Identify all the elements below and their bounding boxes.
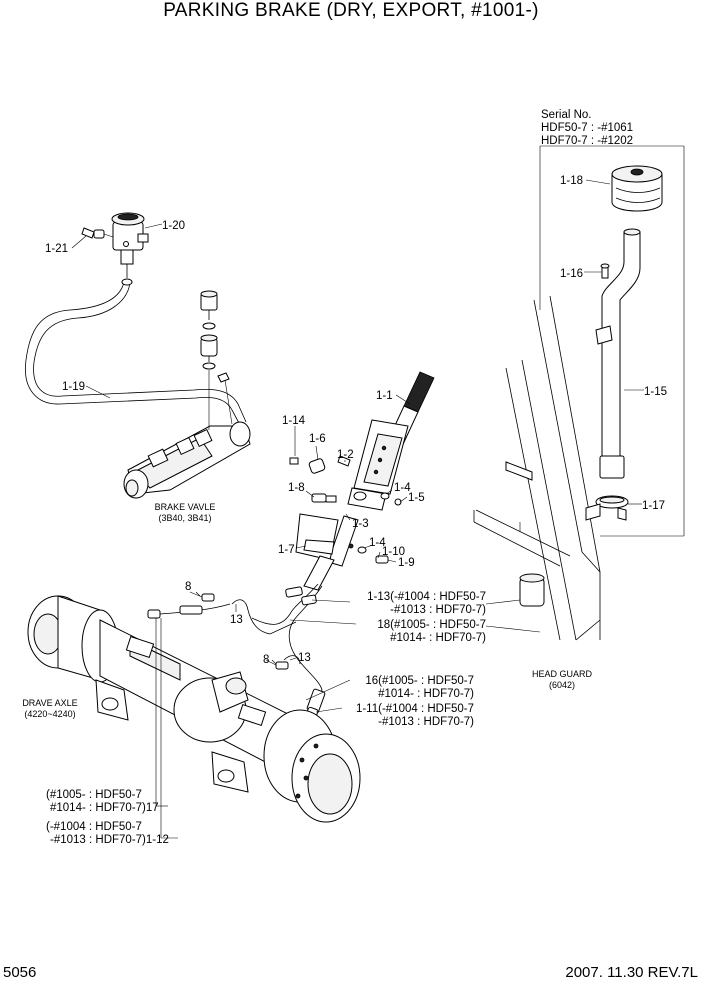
label-1-4-upper: 1-4 <box>394 482 411 494</box>
label-1-11-line2: -#1013 : HDF70-7) <box>378 716 474 728</box>
label-8-upper: 8 <box>185 581 191 593</box>
label-17-line1: (#1005- : HDF50-7 <box>46 789 142 801</box>
label-1-1: 1-1 <box>376 390 393 402</box>
label-1-19: 1-19 <box>62 381 85 393</box>
brake-valve: BRAKE VAVLE (3B40, 3B41) <box>123 370 251 523</box>
label-1-10: 1-10 <box>382 546 405 558</box>
brake-valve-label: BRAKE VAVLE <box>155 502 216 512</box>
label-1-5: 1-5 <box>408 492 425 504</box>
page-title: PARKING BRAKE (DRY, EXPORT, #1001-) <box>163 0 539 21</box>
head-guard-ref: (6042) <box>549 680 575 690</box>
label-13-upper: 13 <box>230 614 243 626</box>
label-16-line1: 16(#1005- : HDF50-7 <box>365 675 474 687</box>
part-labels: 1-20 1-21 1-19 1-18 1-16 1-15 1-17 1-1 1… <box>45 175 667 846</box>
label-1-6: 1-6 <box>309 433 326 445</box>
label-1-20: 1-20 <box>162 220 185 232</box>
label-1-4-lower: 1-4 <box>369 537 386 549</box>
serial-line-2: HDF70-7 : -#1202 <box>541 135 633 147</box>
label-8-lower: 8 <box>263 654 269 666</box>
leader-lines <box>71 179 644 839</box>
label-1-14: 1-14 <box>282 415 306 427</box>
serial-callout: Serial No. HDF50-7 : -#1061 HDF70-7 : -#… <box>539 109 685 537</box>
reservoir-assembly <box>81 212 149 278</box>
label-17-line2: #1014- : HDF70-7)17 <box>50 802 159 814</box>
label-1-9: 1-9 <box>398 557 415 569</box>
label-13-lower: 13 <box>298 652 311 664</box>
label-1-16: 1-16 <box>560 268 583 280</box>
drive-axle: DRAVE AXLE (4220~4240) <box>22 595 361 823</box>
label-1-8: 1-8 <box>288 482 305 494</box>
head-guard: HEAD GUARD (6042) <box>473 295 601 690</box>
valve-fittings <box>200 290 230 383</box>
revision-date: 2007. 11.30 REV.7L <box>565 964 698 981</box>
label-1-13-line2: -#1013 : HDF70-7) <box>390 604 486 616</box>
brake-hose <box>24 278 247 426</box>
parking-lever-assembly <box>289 371 435 591</box>
drive-axle-label: DRAVE AXLE <box>22 698 77 708</box>
label-1-12-line2: -#1013 : HDF70-7)1-12 <box>50 834 169 846</box>
serial-line-1: HDF50-7 : -#1061 <box>541 122 633 134</box>
label-1-17: 1-17 <box>642 500 665 512</box>
label-18-line2: #1014- : HDF70-7) <box>390 632 486 644</box>
drive-axle-ref: (4220~4240) <box>24 709 75 719</box>
page-number: 5056 <box>3 964 37 981</box>
label-16-line2: #1014- : HDF70-7) <box>378 688 474 700</box>
label-1-2: 1-2 <box>337 449 354 461</box>
head-guard-label: HEAD GUARD <box>532 669 593 679</box>
label-18-line1: 18(#1005- : HDF50-7 <box>377 619 486 631</box>
label-1-12-line1: (-#1004 : HDF50-7 <box>46 821 142 833</box>
label-1-11-line1: 1-11(-#1004 : HDF50-7 <box>356 703 474 715</box>
serial-heading: Serial No. <box>541 109 592 121</box>
label-1-3: 1-3 <box>352 518 369 530</box>
brake-valve-ref: (3B40, 3B41) <box>158 513 211 523</box>
label-1-7: 1-7 <box>278 544 295 556</box>
label-1-13-line1: 1-13(-#1004 : HDF50-7 <box>367 591 486 603</box>
label-1-15: 1-15 <box>644 386 667 398</box>
lever-column-assembly <box>585 165 663 521</box>
label-1-18: 1-18 <box>560 175 583 187</box>
label-1-21: 1-21 <box>45 243 68 255</box>
